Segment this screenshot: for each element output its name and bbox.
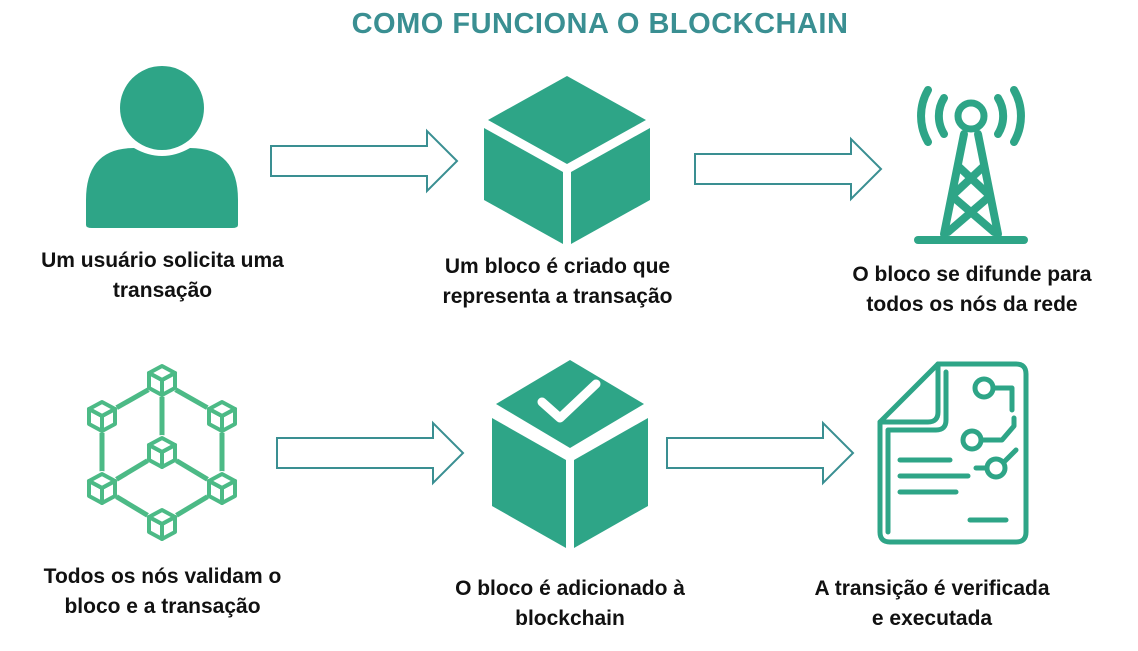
smart-contract-document-icon — [877, 361, 1029, 545]
diagram-title: COMO FUNCIONA O BLOCKCHAIN — [351, 8, 849, 40]
step-caption-6: A transição é verificada e executada — [814, 577, 1050, 630]
broadcast-tower-icon — [914, 86, 1028, 244]
cube-icon — [484, 76, 650, 244]
arrow-right-1 — [270, 128, 459, 194]
step-caption-2: Um bloco é criado que representa a trans… — [442, 255, 673, 308]
arrow-right-4 — [666, 420, 855, 486]
node-network-icon — [85, 363, 239, 541]
step-caption-5: O bloco é adicionado à blockchain — [455, 577, 685, 630]
step-caption-4: Todos os nós validam o bloco e a transaç… — [43, 565, 282, 618]
arrow-right-3 — [276, 420, 465, 486]
cube-check-icon — [492, 360, 648, 548]
step-caption-3: O bloco se difunde para todos os nós da … — [852, 263, 1092, 316]
step-caption-1: Um usuário solicita uma transação — [41, 249, 284, 302]
user-icon — [86, 66, 238, 228]
arrow-right-2 — [694, 136, 883, 202]
